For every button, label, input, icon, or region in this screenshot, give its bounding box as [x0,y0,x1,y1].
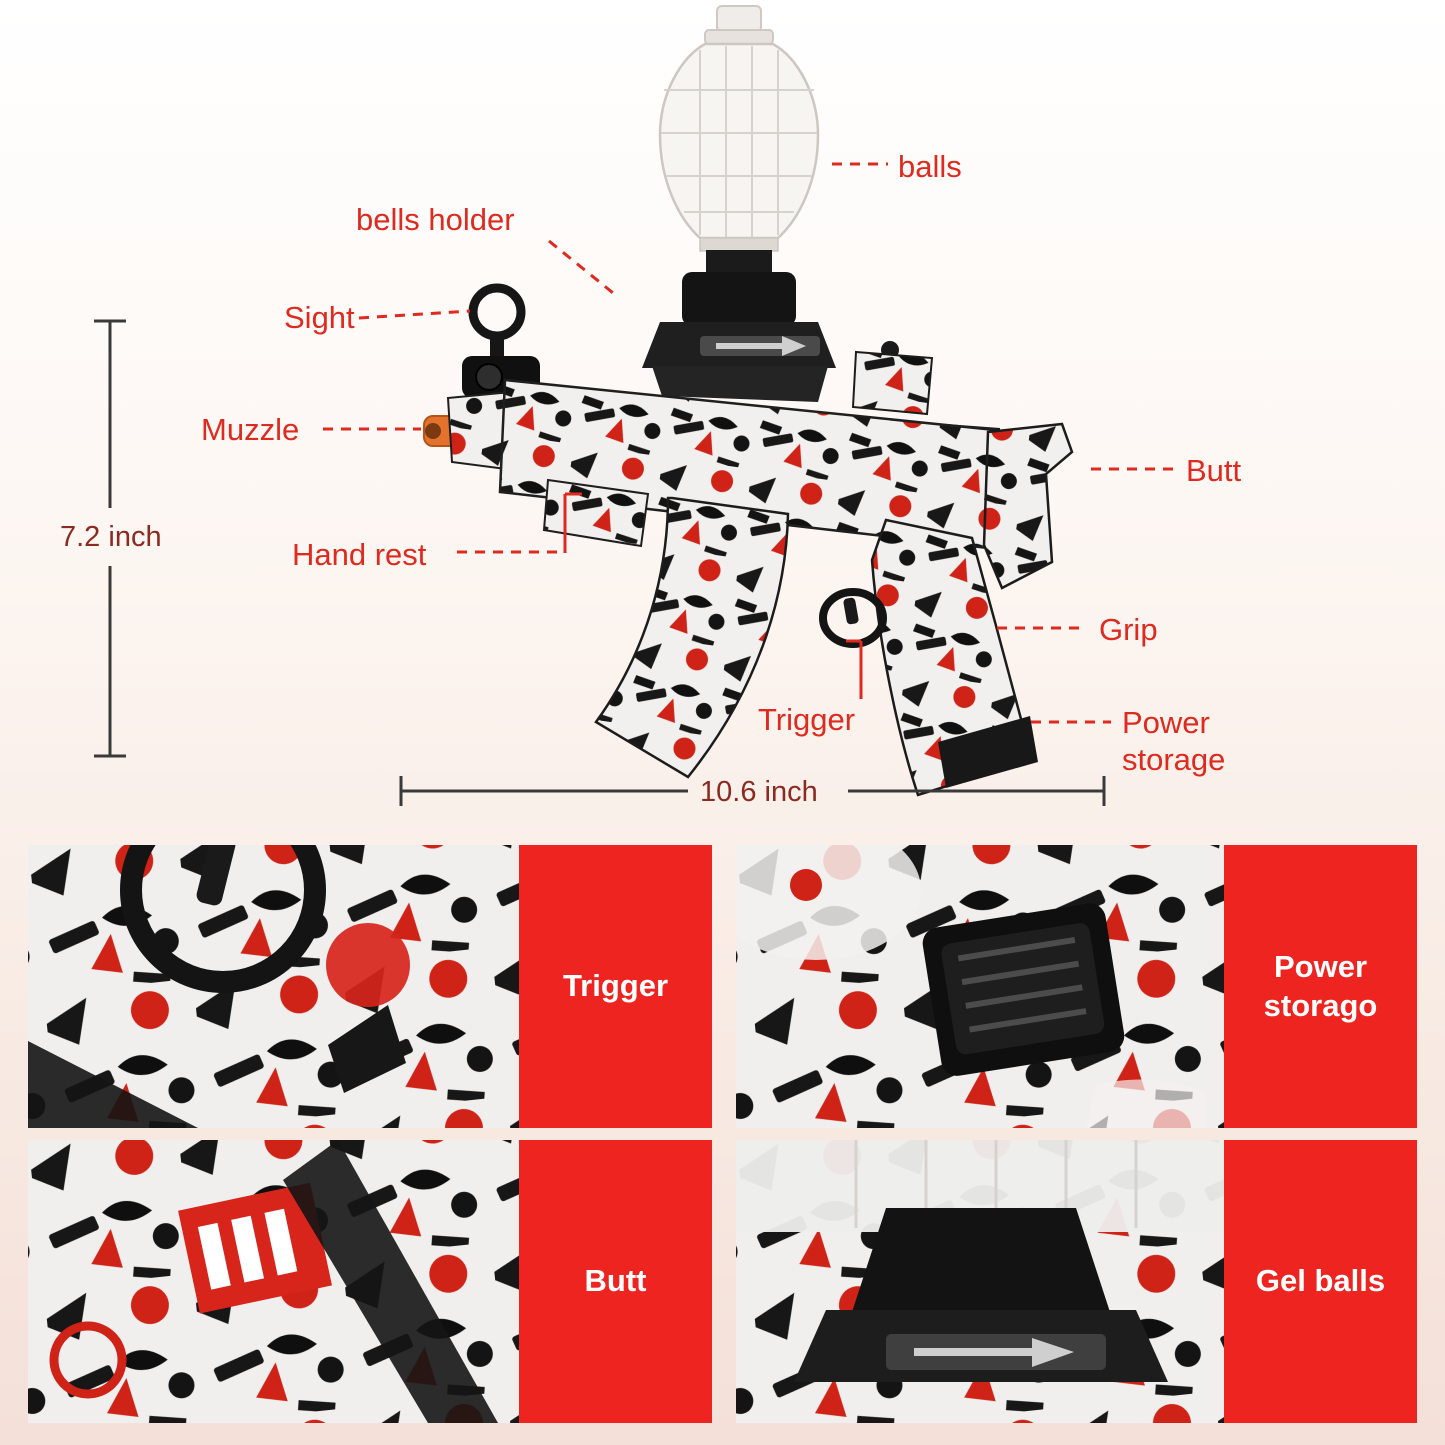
gel-balls-panel-label: Gel balls [1255,1263,1386,1299]
gel-balls-closeup-photo [736,1140,1224,1423]
label-bells-holder: bells holder [356,202,515,237]
detail-panel-butt: Butt [28,1140,712,1423]
power-storage-closeup-photo [736,845,1224,1128]
gel-balls-closeup-art [736,1140,1224,1423]
power-storage-panel-tag: Power storago [1224,845,1417,1128]
butt-closeup-art [28,1140,519,1423]
label-trigger: Trigger [758,702,856,737]
detail-panel-power-storage: Power storago [736,845,1417,1128]
product-diagram: balls bells holder Sight Muzzle Hand res… [60,5,1242,808]
dimension-length: 10.6 inch [700,776,818,808]
label-hand-rest: Hand rest [292,537,427,572]
detail-panel-trigger: Trigger [28,845,712,1128]
label-sight: Sight [284,300,355,335]
dimension-height: 7.2 inch [60,521,162,553]
trigger-closeup-photo [28,845,519,1128]
butt-panel-label: Butt [584,1263,647,1299]
sight-ring [468,283,526,362]
label-power-storage: Power storage [1122,705,1226,778]
butt-panel-tag: Butt [519,1140,712,1423]
label-balls: balls [898,149,962,184]
blaster-body [423,283,1074,797]
arrow-icon [716,336,806,356]
butt-closeup-photo [28,1140,519,1423]
power-storage-closeup-art [736,845,1224,1128]
arrow-icon [914,1338,1074,1367]
dimension-lines [94,319,1106,806]
trigger-panel-tag: Trigger [519,845,712,1128]
label-grip: Grip [1099,612,1158,647]
label-butt: Butt [1186,453,1242,488]
trigger-closeup-art [28,845,519,1128]
label-muzzle: Muzzle [201,412,300,447]
hopper-base [642,250,836,402]
gel-balls-panel-tag: Gel balls [1224,1140,1417,1423]
gel-ball-bottle [658,5,820,252]
connector-lines [323,162,1173,724]
gel-blaster-illustration [94,5,1173,806]
power-storage-panel-label: Power storago [1263,948,1378,1023]
trigger-panel-label: Trigger [562,968,669,1004]
detail-panel-gel-balls: Gel balls [736,1140,1417,1423]
